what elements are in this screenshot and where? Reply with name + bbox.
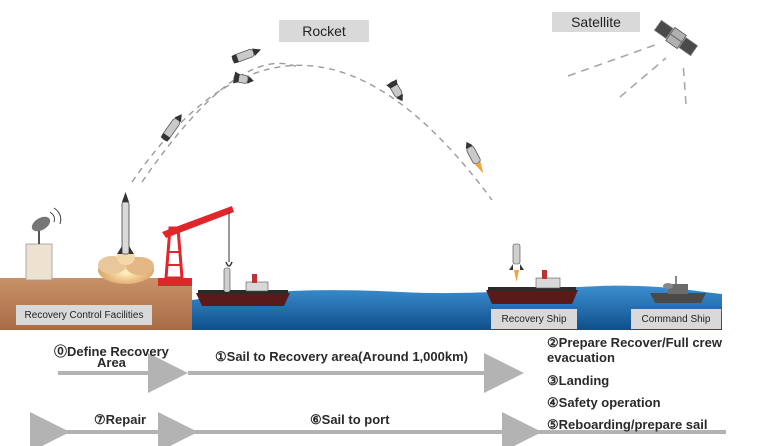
command-ship-icon	[650, 276, 706, 303]
sea	[192, 285, 722, 330]
step-5: ⑤Reboarding/prepare sail	[547, 417, 708, 432]
rocket-flying-icon	[233, 71, 254, 84]
recovery-ship-icon	[486, 243, 578, 304]
rocket-flying-icon	[386, 79, 403, 102]
rocket-tag: Rocket	[279, 20, 369, 42]
step-1: ①Sail to Recovery area(Around 1,000km)	[215, 349, 468, 364]
satellite-icon	[653, 19, 699, 57]
step-4: ④Safety operation	[547, 395, 661, 410]
step-0-line2: Area	[97, 355, 126, 370]
satellite-signal-lines	[567, 44, 687, 105]
rocket-flying-icon	[231, 48, 262, 64]
crane-icon	[158, 206, 234, 286]
satellite-tag: Satellite	[552, 12, 640, 32]
facility-tag: Recovery Control Facilities	[16, 305, 152, 325]
trajectory-arc-outer	[131, 64, 493, 201]
step-2-line1: ②Prepare Recover/Full crew	[547, 335, 722, 350]
rocket-flying-icon	[160, 114, 182, 142]
step-0-line1: ⓪Define Recovery	[54, 344, 169, 359]
ship-left-icon	[196, 267, 290, 306]
trajectory-arc-inner	[141, 62, 301, 183]
step-7: ⑦Repair	[94, 412, 147, 427]
command-ship-tag: Command Ship	[631, 309, 721, 329]
step-3: ③Landing	[547, 373, 610, 388]
launch-rocket-icon	[98, 192, 154, 284]
rocket-flying-icon	[465, 141, 484, 174]
antenna-icon	[25, 207, 62, 281]
step-2-line2: evacuation	[547, 350, 615, 365]
step-6: ⑥Sail to port	[310, 412, 390, 427]
recovery-ship-tag: Recovery Ship	[491, 309, 577, 329]
